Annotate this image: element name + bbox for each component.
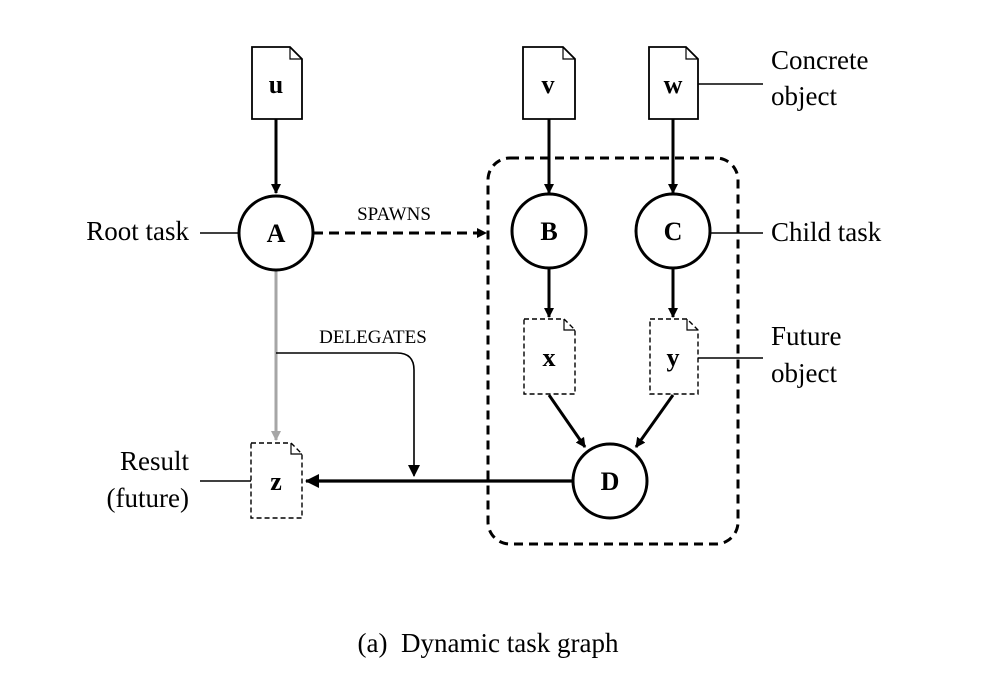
child-task-annotation: Child task: [771, 217, 882, 247]
future-object-x-label: x: [543, 343, 556, 372]
task-d-label: D: [601, 467, 620, 496]
edge-x-to-d: [547, 394, 587, 448]
task-c: C: [634, 192, 712, 270]
child-tasks-group: [486, 156, 740, 546]
concrete-object-v-label: v: [542, 70, 555, 99]
task-b: B: [510, 192, 588, 270]
figure-caption: (a) Dynamic task graph: [358, 628, 619, 658]
concrete-object-annotation-line2: object: [771, 81, 837, 111]
result-annotation-line1: Result: [120, 446, 190, 476]
future-object-y: y: [649, 318, 699, 395]
result-annotation-line2: (future): [107, 483, 189, 513]
concrete-object-u: u: [251, 46, 303, 120]
future-object-annotation-line2: object: [771, 358, 837, 388]
task-a-label: A: [267, 219, 286, 248]
task-d: D: [571, 442, 649, 520]
edge-y-to-d: [634, 394, 675, 448]
task-a: A: [237, 194, 315, 272]
task-b-label: B: [540, 217, 557, 246]
task-c-label: C: [664, 217, 683, 246]
spawns-label: SPAWNS: [357, 204, 431, 225]
concrete-object-u-label: u: [269, 70, 283, 99]
root-task-annotation: Root task: [86, 216, 189, 246]
concrete-object-w-label: w: [664, 70, 683, 99]
concrete-object-w: w: [648, 46, 699, 120]
concrete-object-v: v: [522, 46, 576, 120]
future-object-x: x: [523, 318, 576, 395]
future-object-y-label: y: [667, 343, 680, 372]
delegates-connector: [276, 352, 420, 477]
delegates-label: DELEGATES: [319, 327, 427, 348]
future-object-z-label: z: [270, 467, 282, 496]
concrete-object-annotation-line1: Concrete: [771, 45, 868, 75]
future-object-z: z: [250, 442, 303, 519]
future-object-annotation-line1: Future: [771, 321, 842, 351]
